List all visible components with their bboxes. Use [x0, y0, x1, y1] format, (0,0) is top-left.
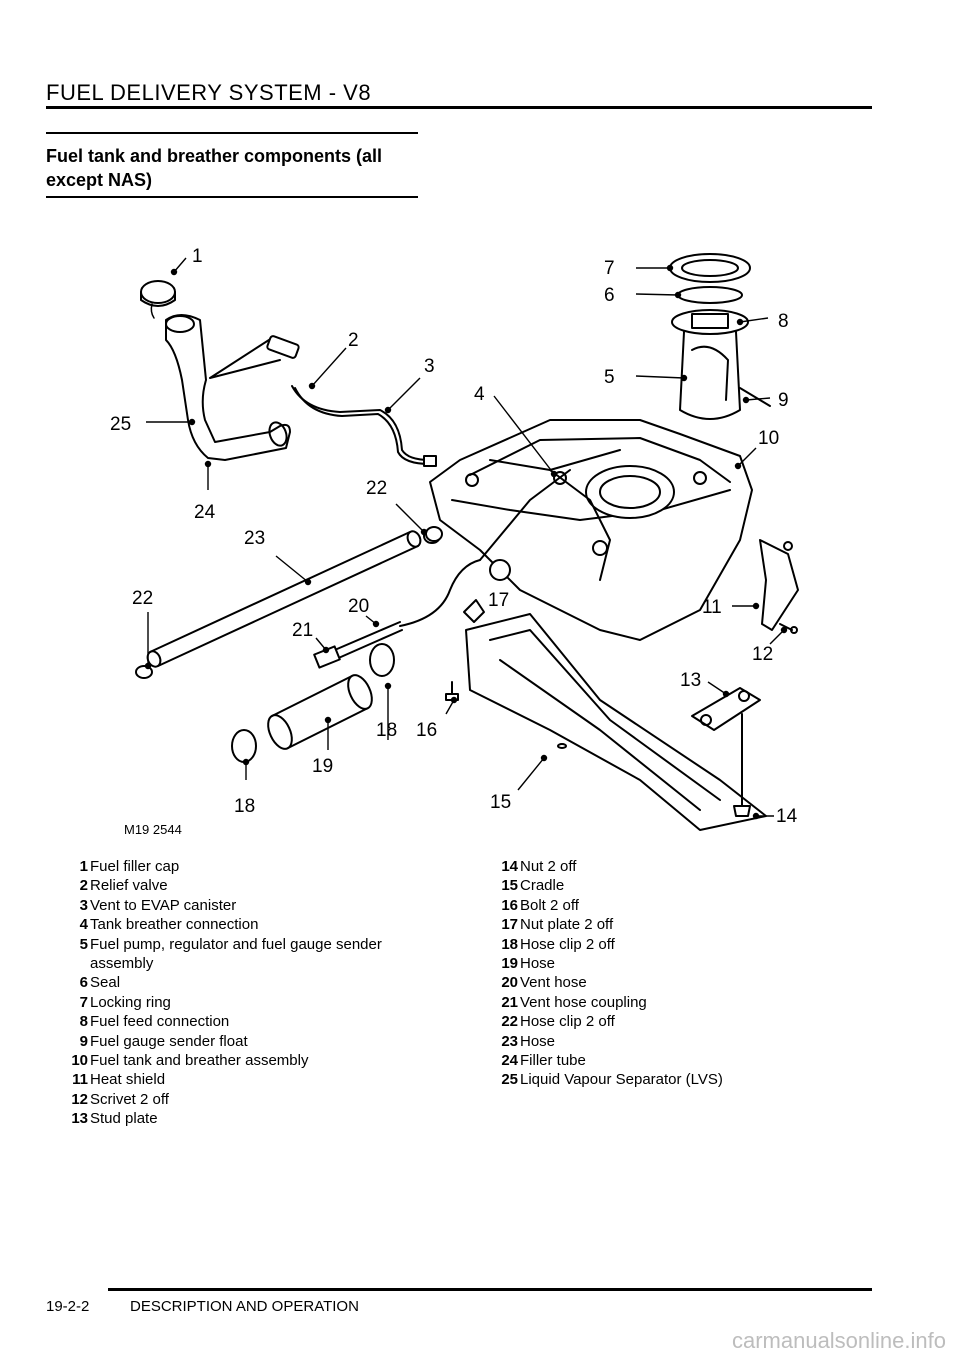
footer-section-title: DESCRIPTION AND OPERATION: [130, 1298, 359, 1315]
callout-3: 3: [424, 356, 435, 377]
callout-1: 1: [192, 246, 203, 267]
callout-18-right: 18: [376, 720, 397, 741]
section-title: Fuel tank and breather components (all e…: [46, 146, 383, 190]
callout-17: 17: [488, 590, 509, 611]
callout-6: 6: [604, 285, 615, 306]
callout-9: 9: [778, 390, 789, 411]
exploded-diagram: 1 2 3 4 5 6 7 8 9 10 11 12 13 14 15 16 1…: [80, 220, 820, 850]
callout-8: 8: [778, 311, 789, 332]
callout-16: 16: [416, 720, 437, 741]
watermark: carmanualsonline.info: [731, 1328, 946, 1353]
callout-14: 14: [776, 806, 798, 827]
section-rule-bottom: [46, 196, 418, 198]
callout-23: 23: [244, 528, 265, 549]
callout-11: 11: [702, 597, 722, 618]
callout-10: 10: [758, 428, 779, 449]
header-rule: [46, 106, 872, 109]
callout-7: 7: [604, 258, 615, 279]
callout-20: 20: [348, 596, 369, 617]
page-number: 19-2-2: [46, 1298, 90, 1315]
callout-2: 2: [348, 330, 359, 351]
callout-12: 12: [752, 644, 773, 665]
callout-15: 15: [490, 792, 511, 813]
callout-24: 24: [194, 502, 216, 523]
callout-19: 19: [312, 756, 333, 777]
figure-id: M19 2544: [124, 822, 182, 837]
fuel-tank-illustration: 1 2 3 4 5 6 7 8 9 10 11 12 13 14 15 16 1…: [110, 246, 799, 837]
section-rule-top: [46, 132, 418, 134]
callout-4: 4: [474, 384, 485, 405]
callout-13: 13: [680, 670, 701, 691]
filler-cap-shape: [140, 280, 176, 304]
page-header-title: FUEL DELIVERY SYSTEM - V8: [46, 80, 372, 105]
callout-22-upper: 22: [366, 478, 387, 499]
callout-21: 21: [292, 620, 313, 641]
callout-5: 5: [604, 367, 615, 388]
callout-18-left: 18: [234, 796, 255, 817]
callout-22-left: 22: [132, 588, 153, 609]
footer-rule: [108, 1288, 872, 1291]
callout-25: 25: [110, 414, 131, 435]
